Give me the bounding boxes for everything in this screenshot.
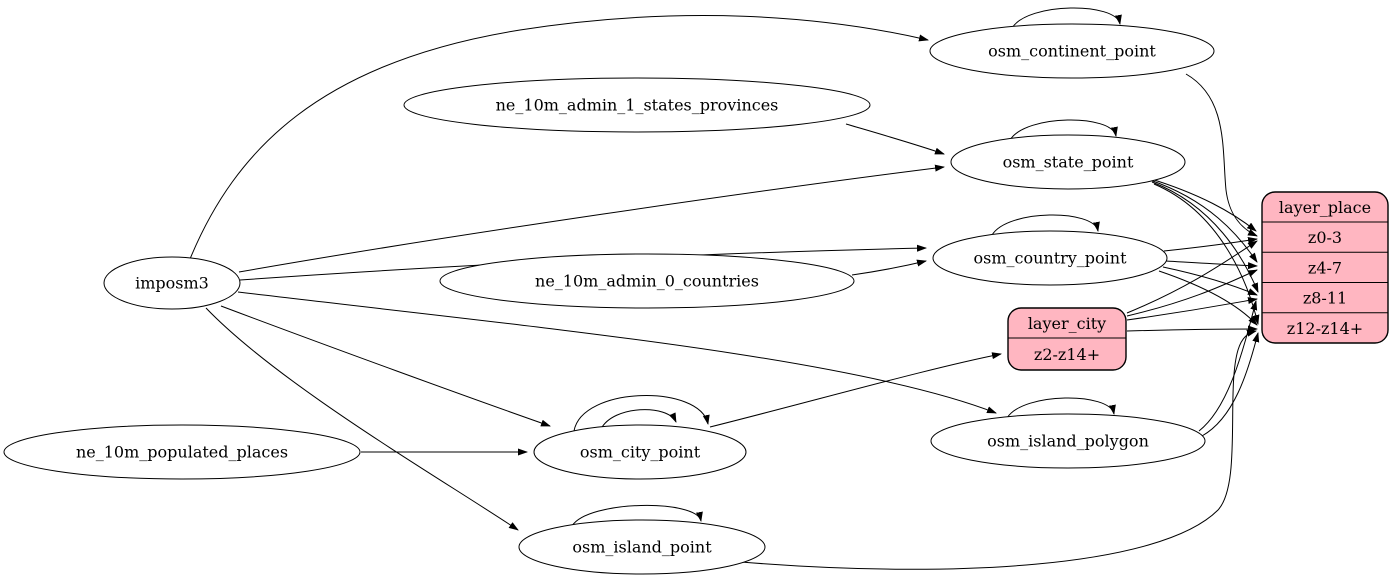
- edge-imposm3-to-osm_island_point: [205, 307, 519, 531]
- node-label-osm_state_point: osm_state_point: [1003, 153, 1134, 172]
- node-shape-osm_island_polygon: [930, 413, 1206, 469]
- node-label-ne_10m_admin_0_countries: ne_10m_admin_0_countries: [535, 272, 759, 291]
- edge-imposm3-to-osm_city_point: [220, 305, 551, 427]
- record-box-layer_city: [1007, 307, 1127, 371]
- record-row-layer_place-z0-3: z0-3: [1308, 228, 1342, 247]
- self-loop-edge-osm_city_point: [573, 395, 710, 432]
- edge-ne_10m_admin_1_states_provinces-to-osm_state_point: [845, 123, 945, 155]
- edge-osm_city_point-to-layer_city:z2-z14+: [709, 352, 1002, 428]
- edge-osm_state_point-to-layer_place:z4-7: [1149, 179, 1258, 263]
- edge-layer_city-to-layer_place:z8-11: [1126, 297, 1258, 321]
- node-shape-ne_10m_admin_1_states_provinces: [403, 77, 871, 133]
- node-shape-osm_country_point: [932, 230, 1168, 286]
- record-layer_city: layer_city z2-z14+: [1007, 307, 1127, 371]
- record-row-layer_place-z4-7: z4-7: [1308, 258, 1342, 277]
- node-osm_city_point: osm_city_point: [533, 424, 747, 480]
- node-ne_10m_populated_places: ne_10m_populated_places: [3, 424, 361, 480]
- edge-osm_island_polygon-to-layer_place:z8-11: [1198, 300, 1258, 432]
- nodes-layer: imposm3 ne_10m_admin_1_states_provincesne…: [3, 23, 1215, 575]
- node-shape-osm_island_point: [518, 519, 766, 575]
- self-loop-edge-osm_island_point: [571, 504, 703, 527]
- node-shape-osm_city_point: [533, 424, 747, 480]
- edge-imposm3-to-osm_continent_point: [189, 15, 929, 260]
- self-loop-edge-osm_state_point: [1009, 119, 1118, 141]
- record-row-layer_place-z12-z14+: z12-z14+: [1287, 319, 1363, 338]
- node-osm_island_point: osm_island_point: [518, 519, 766, 575]
- record-title-layer_city: layer_city: [1028, 314, 1106, 333]
- self-loop-edge-osm_city_point: [600, 409, 677, 430]
- node-shape-osm_continent_point: [929, 23, 1215, 79]
- node-shape-ne_10m_populated_places: [3, 424, 361, 480]
- edge-osm_island_point-to-layer_place:z12-z14+: [740, 329, 1257, 570]
- record-layer_place: layer_place z0-3 z4-7 z8-11 z12-z14+: [1261, 191, 1389, 344]
- records-layer: layer_city z2-z14+ layer_place z0-3 z4-7 z8-1…: [1007, 191, 1389, 371]
- node-label-ne_10m_admin_1_states_provinces: ne_10m_admin_1_states_provinces: [496, 96, 779, 115]
- node-osm_continent_point: osm_continent_point: [929, 23, 1215, 79]
- node-label-ne_10m_populated_places: ne_10m_populated_places: [76, 443, 288, 462]
- node-shape-imposm3: [103, 256, 241, 310]
- edge-osm_country_point-to-layer_place:z0-3: [1163, 236, 1258, 252]
- edge-imposm3-to-osm_island_polygon: [237, 291, 997, 414]
- node-label-osm_country_point: osm_country_point: [973, 249, 1127, 268]
- node-shape-ne_10m_admin_0_countries: [439, 253, 855, 309]
- self-loop-edge-osm_continent_point: [1011, 7, 1122, 29]
- edges-layer: [189, 7, 1260, 570]
- node-shape-osm_state_point: [950, 134, 1186, 190]
- node-osm_state_point: osm_state_point: [950, 134, 1186, 190]
- edge-layer_city-to-layer_place:z0-3: [1126, 240, 1258, 314]
- node-label-imposm3: imposm3: [135, 274, 209, 293]
- node-label-osm_continent_point: osm_continent_point: [988, 42, 1156, 61]
- node-label-osm_city_point: osm_city_point: [580, 443, 701, 462]
- edge-ne_10m_admin_0_countries-to-osm_country_point: [851, 259, 927, 276]
- edge-osm_country_point-to-layer_place:z4-7: [1165, 260, 1258, 270]
- self-loop-edge-osm_country_point: [991, 214, 1100, 236]
- record-title-layer_place: layer_place: [1279, 198, 1371, 217]
- record-row-layer_place-z8-11: z8-11: [1303, 289, 1347, 308]
- node-osm_island_polygon: osm_island_polygon: [930, 413, 1206, 469]
- edge-osm_country_point-to-layer_place:z12-z14+: [1158, 270, 1258, 326]
- record-box-layer_place: [1261, 191, 1389, 344]
- edge-osm_state_point-to-layer_place:z8-11: [1151, 181, 1259, 293]
- edge-osm_state_point-to-layer_place:z0-3: [1147, 177, 1257, 232]
- node-label-osm_island_point: osm_island_point: [572, 538, 712, 557]
- node-label-osm_island_polygon: osm_island_polygon: [987, 432, 1149, 451]
- edge-layer_city-to-layer_place:z4-7: [1126, 269, 1258, 317]
- record-row-layer_city-z2-z14+: z2-z14+: [1034, 345, 1100, 364]
- edge-osm_state_point-to-layer_place:z12-z14+: [1153, 183, 1260, 325]
- node-ne_10m_admin_0_countries: ne_10m_admin_0_countries: [439, 253, 855, 309]
- edge-osm_island_polygon-to-layer_place:z12-z14+: [1201, 332, 1260, 437]
- edge-layer_city-to-layer_place:z12-z14+: [1126, 325, 1258, 333]
- edge-osm_country_point-to-layer_place:z8-11: [1162, 266, 1258, 296]
- node-osm_country_point: osm_country_point: [932, 230, 1168, 286]
- edge-osm_continent_point-to-layer_place:z0-3: [1185, 73, 1258, 237]
- self-loop-edge-osm_island_polygon: [1006, 397, 1116, 419]
- edge-imposm3-to-osm_state_point: [238, 164, 945, 273]
- node-imposm3: imposm3: [103, 256, 241, 310]
- node-ne_10m_admin_1_states_provinces: ne_10m_admin_1_states_provinces: [403, 77, 871, 133]
